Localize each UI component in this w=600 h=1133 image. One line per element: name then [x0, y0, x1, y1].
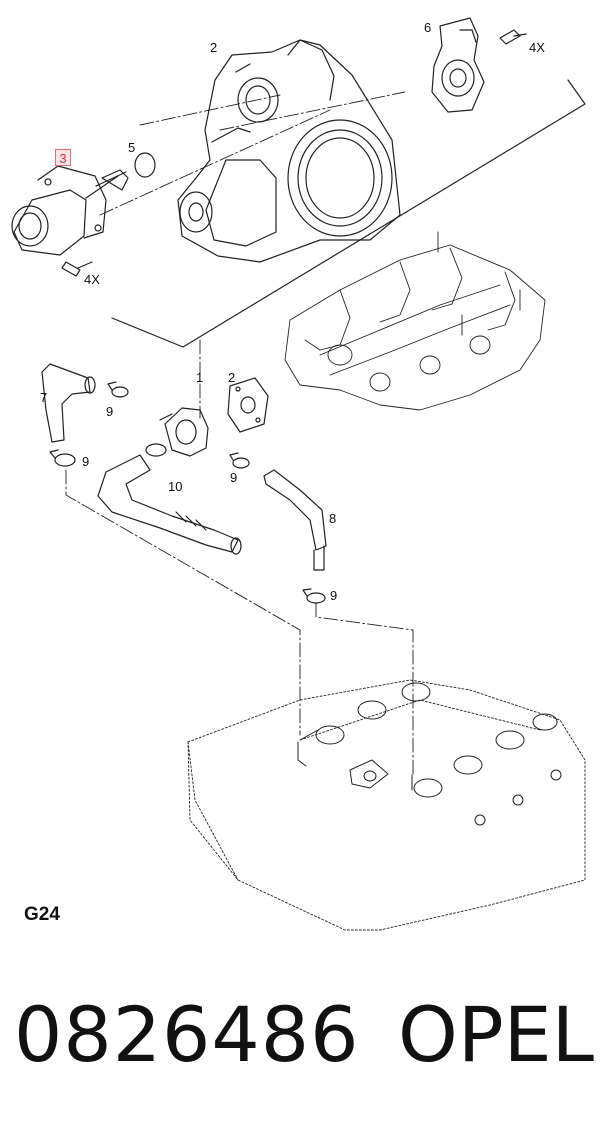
callout-1: 1: [196, 370, 203, 385]
callout-5: 5: [128, 140, 135, 155]
callout-6: 6: [424, 20, 431, 35]
screw-set-left: [61, 29, 527, 277]
callout-2-gasket: 2: [228, 370, 235, 385]
callout-8: 8: [329, 511, 336, 526]
idle-air-control-valve: [11, 165, 129, 256]
callout-9-c: 9: [230, 470, 237, 485]
callout-9-d: 9: [330, 588, 337, 603]
valve-one: [159, 407, 209, 457]
callout-2-top: 2: [210, 40, 217, 55]
gasket: [227, 377, 269, 433]
group-frame: [111, 79, 586, 348]
hose-eight: [263, 469, 327, 571]
hose-clamps: [49, 381, 326, 604]
exploded-parts-diagram: 2 5 6 4X 4X 1 2 7 9 9 9 10 8 9: [11, 17, 586, 931]
intake-manifold: [284, 231, 546, 411]
highlighted-callout-3[interactable]: 3: [55, 149, 71, 166]
engine-block: [187, 679, 586, 931]
callout-9-b: 9: [82, 454, 89, 469]
hose-ten: [97, 454, 242, 555]
callout-labels: 2 5 6 4X 4X 1 2 7 9 9 9 10 8 9: [40, 20, 545, 603]
part-number: 0826486: [14, 990, 360, 1079]
footer: 0826486 OPEL: [0, 985, 600, 1095]
callout-4x-right: 4X: [529, 40, 545, 55]
throttle-body: [177, 39, 401, 263]
hose-seven: [41, 363, 96, 443]
callout-4x-left: 4X: [84, 272, 100, 287]
o-ring: [134, 152, 156, 178]
page-code-label: G24: [24, 904, 60, 925]
callout-9-a: 9: [106, 404, 113, 419]
throttle-position-sensor: [431, 17, 485, 113]
callout-10: 10: [168, 479, 182, 494]
brand-name: OPEL: [398, 990, 595, 1079]
callout-7: 7: [40, 390, 47, 405]
leader-lines: [65, 91, 414, 776]
cylinder-head-ports: [297, 682, 562, 826]
